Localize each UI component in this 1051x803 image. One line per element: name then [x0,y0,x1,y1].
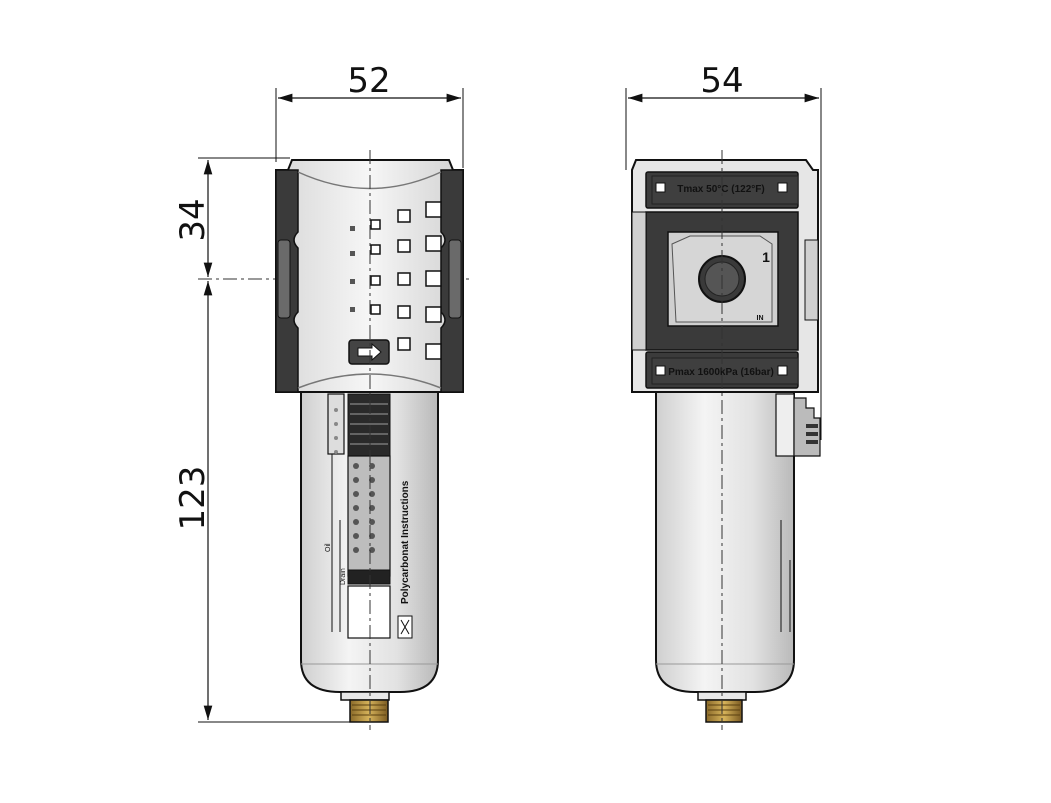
pmax-plate-inner [651,357,799,385]
pmax-square-left [655,365,666,376]
port-number-label: 1 [762,249,770,265]
side-view: 54 Tmax 50°C (122°F) Pmax 1600kPa (16bar… [625,61,822,730]
dimension-label-height-body: 123 [173,466,213,531]
side-brass-drain-fitting [705,699,743,723]
indicator-dots [350,226,355,312]
warning-icon [400,619,410,635]
drain-label: Drain [340,568,347,585]
dimension-label-width-side: 54 [700,61,743,101]
tmax-square-left [655,182,666,193]
drain-window [347,585,391,639]
front-view: 52 34 123 [173,61,470,730]
lock-bracket [775,393,795,457]
filter-element [347,455,391,577]
brass-drain-fitting [349,699,389,723]
drain-collar [340,691,390,701]
side-right-strip [804,239,819,321]
port-in-label: IN [757,315,764,322]
dimension-label-width-front: 52 [347,61,390,101]
scale-marks [334,408,338,454]
pmax-square-right [777,365,788,376]
pmax-label: Pmax 1600kPa (16bar) [668,367,774,378]
oil-label: Oil [325,543,332,552]
left-port-boss [277,239,291,319]
side-left-strip [631,211,647,351]
side-thread-lines [708,704,740,716]
head-bottom-contour [297,373,442,389]
side-bowl [655,391,795,693]
right-port-boss [448,239,462,319]
indicator-grid [370,201,442,360]
polycarbonate-label: Polycarbonat Instructions [400,480,411,604]
tmax-label: Tmax 50°C (122°F) [677,184,764,195]
element-ring [347,569,391,585]
tmax-square-right [777,182,788,193]
tmax-plate-inner [651,175,799,205]
lock-teeth [806,424,818,444]
dimension-label-height-head: 34 [173,198,213,241]
rib-lines [350,403,388,445]
thread-lines [352,704,386,716]
